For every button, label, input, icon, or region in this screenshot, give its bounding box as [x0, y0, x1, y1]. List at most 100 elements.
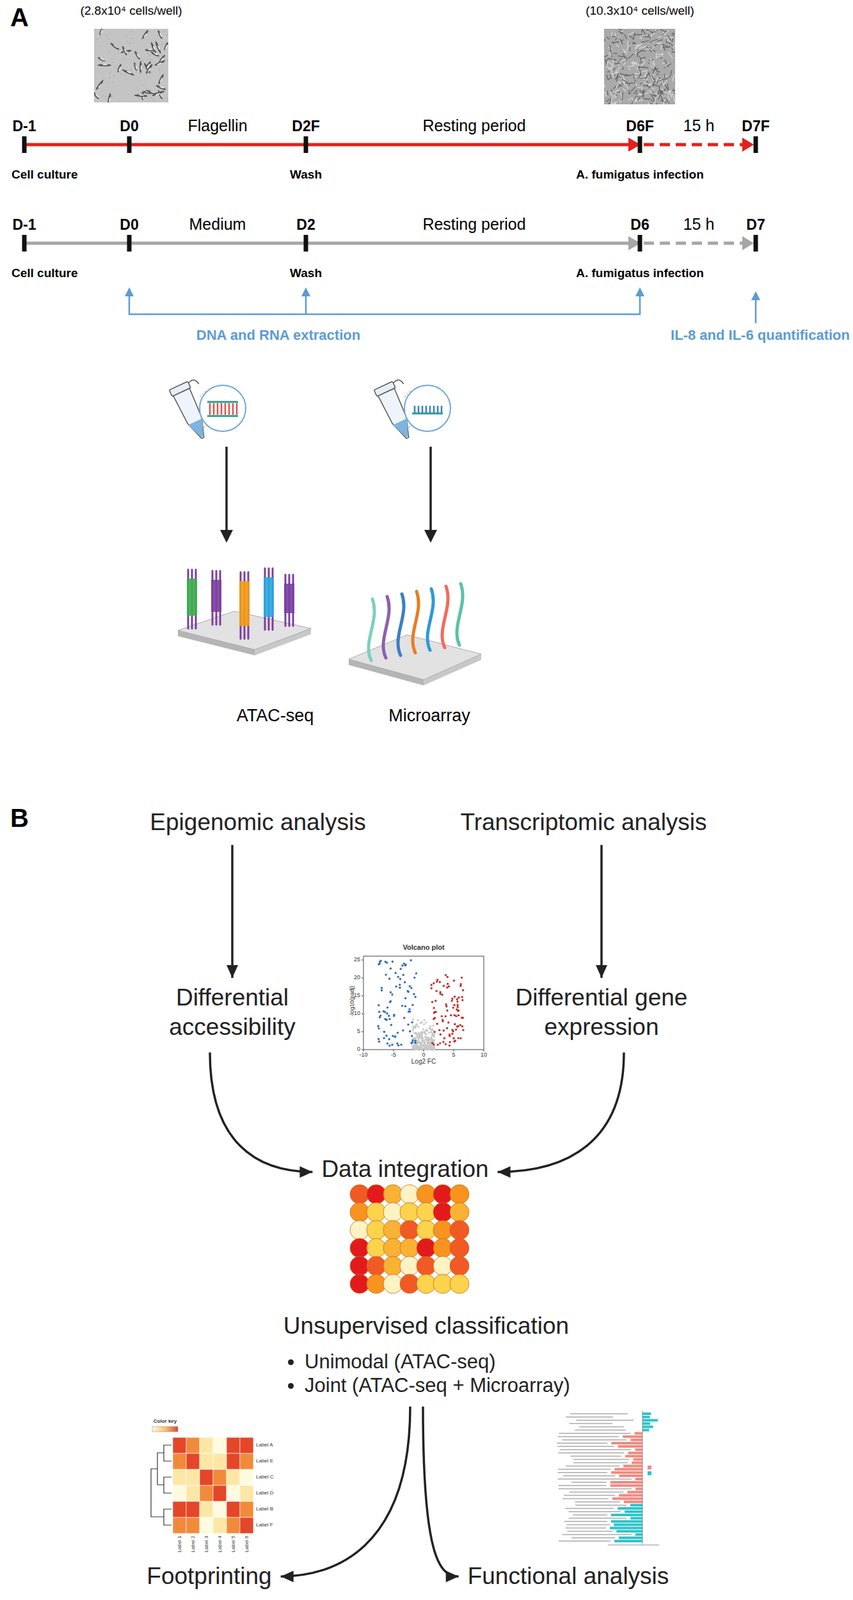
circle-heatmap-part [383, 1256, 403, 1276]
enrichment-barplot-part [570, 1412, 628, 1415]
connector [209, 1052, 313, 1179]
micrograph-dense-part-part [648, 85, 653, 87]
micrograph-sparse-part-part [106, 92, 112, 103]
step-label: Cell culture [11, 266, 78, 281]
clustered-heatmap-part [152, 1426, 178, 1432]
micrograph-sparse-part-part [109, 42, 120, 52]
bullet-item: Unimodal (ATAC-seq) [250, 1349, 602, 1374]
volcano-plot-part-part [453, 1039, 455, 1042]
micrograph-sparse-part-part [147, 53, 150, 55]
enrichment-barplot-part [565, 1416, 614, 1418]
micrograph-dense-part-part [637, 66, 644, 68]
volcano-plot-part-part [447, 1021, 450, 1024]
enrichment-barplot-part [614, 1467, 643, 1471]
micrograph-dense-part-part [671, 90, 675, 92]
micrograph-dense-part-part [620, 92, 624, 100]
micrograph-dense-part-part [674, 31, 676, 33]
microarray-chip-part-part [442, 586, 448, 648]
enrichment-barplot-part [561, 1439, 627, 1441]
flagellin-timeline-part [637, 136, 643, 153]
dna-tube [168, 377, 246, 443]
circle-heatmap-part [399, 1202, 420, 1222]
enrichment-barplot-part [618, 1494, 643, 1497]
volcano-plot-part-part [442, 1040, 445, 1043]
micrograph-dense-part-part [604, 54, 605, 59]
volcano-plot-part-part [439, 1033, 442, 1036]
volcano-plot [361, 956, 484, 1052]
tick-label: 15 [353, 991, 361, 999]
text-node: Footprinting [142, 1558, 276, 1594]
micrograph-sparse-part-part [157, 73, 165, 86]
connector [497, 1052, 624, 1179]
volcano-plot-part-part [456, 1000, 459, 1003]
circle-heatmap-part [350, 1184, 370, 1204]
volcano-plot-part-part [380, 986, 383, 989]
micrograph-dense-part-part [661, 90, 663, 95]
volcano-plot-part-part [459, 1037, 462, 1040]
volcano-plot-part-part [418, 1041, 421, 1044]
micrograph-sparse-part-part [159, 31, 163, 38]
micrograph-sparse-part-part [99, 57, 105, 61]
micrograph-dense-part-part [634, 72, 640, 74]
micrograph-dense-part-part [672, 74, 675, 82]
clustered-heatmap-part-part [199, 1517, 214, 1534]
day-label: D6 [630, 216, 649, 233]
phase-label: Medium [189, 215, 247, 234]
clustered-heatmap-part-part [239, 1469, 254, 1486]
volcano-plot-part-part [422, 1023, 425, 1026]
volcano-plot-part [361, 959, 484, 1052]
text-node: Unsupervised classificationUnimodal (ATA… [247, 1308, 606, 1401]
circle-heatmap-part [433, 1238, 453, 1258]
enrichment-barplot-part [575, 1504, 627, 1506]
volcano-plot-part-part [456, 1025, 459, 1028]
micrograph-sparse-part-part [159, 56, 164, 63]
volcano-plot-part-part [457, 996, 460, 999]
micrograph-sparse-part-part [156, 29, 164, 40]
enrichment-barplot-part [642, 1415, 650, 1419]
enrichment-barplot-part [642, 1428, 649, 1432]
volcano-plot-part-part [424, 1030, 427, 1033]
enrichment-barplot-part [572, 1514, 607, 1516]
micrograph-dense-part-part [640, 82, 644, 85]
micrograph-dense-part-part [605, 58, 609, 63]
volcano-plot-part-part [419, 1036, 422, 1038]
step-label: A. fumigatus infection [575, 167, 704, 182]
volcano-plot-part-part [462, 1028, 464, 1031]
clustered-heatmap-part-part [239, 1485, 254, 1502]
volcano-plot-part-part [417, 1032, 420, 1035]
micrograph-sparse-part-part [141, 29, 150, 40]
node-heading: Differential gene expression [483, 982, 720, 1043]
enrichment-barplot-part [573, 1462, 629, 1464]
micrograph-dense-part-part [657, 53, 664, 55]
enrichment-barplot-part [565, 1527, 606, 1529]
micrograph-dense-part-part [632, 73, 635, 80]
flagellin-timeline [22, 136, 759, 153]
volcano-plot-part-part [408, 1030, 411, 1033]
dna-tube-part-part [216, 403, 219, 415]
micrograph-sparse-part-part [123, 48, 127, 54]
enrichment-barplot-part [623, 1464, 643, 1468]
volcano-plot-part-part [428, 1043, 431, 1045]
micrograph-dense-part-part [655, 52, 658, 58]
row-label: Label A [255, 1441, 274, 1448]
micrograph-sparse-part-part [98, 45, 100, 47]
micrograph-dense-part-part [657, 42, 663, 44]
volcano-plot-part-part [417, 1025, 420, 1028]
volcano-plot-part-part [415, 1023, 418, 1026]
micrograph-sparse-part-part [166, 97, 168, 100]
micrograph-sparse-part-part [159, 85, 165, 89]
micrograph-dense-part-part [660, 88, 665, 93]
volcano-plot-part-part [456, 1005, 459, 1008]
volcano-plot-part-part [401, 964, 404, 967]
micrograph-dense-part-part [671, 47, 674, 51]
volcano-plot-part-part [378, 1010, 381, 1013]
micrograph-dense-part-part [628, 92, 631, 94]
micrograph-sparse-part-part [163, 41, 169, 51]
step-label: Wash [289, 266, 322, 281]
micrograph-dense-part-part [644, 103, 650, 105]
volcano-plot-part-part [385, 1034, 388, 1037]
micrograph-dense [600, 28, 681, 109]
volcano-plot-part-part [417, 1018, 420, 1021]
atac-chip-part-part [263, 577, 274, 617]
volcano-plot-part-part [433, 1048, 436, 1051]
